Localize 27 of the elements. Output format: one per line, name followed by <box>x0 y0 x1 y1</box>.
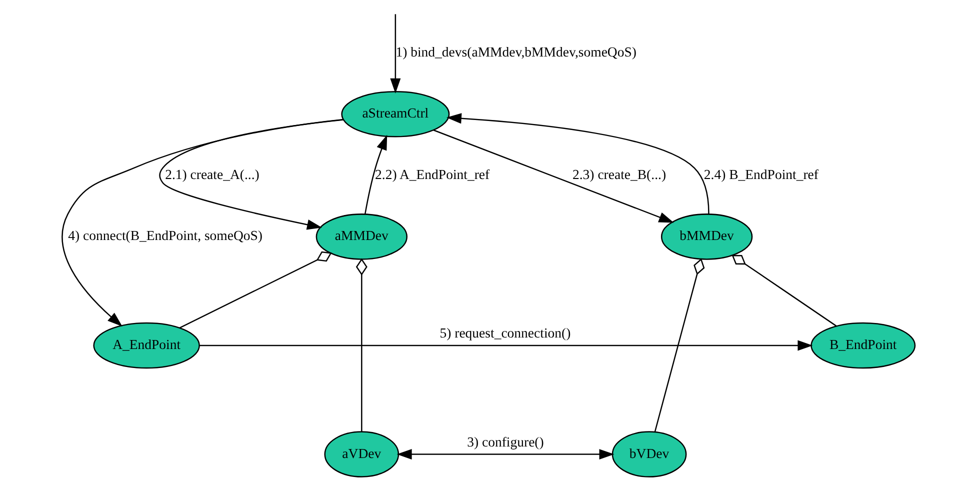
node-ellipse: aMMDev <box>316 214 408 260</box>
arrow <box>62 118 344 327</box>
arrow <box>159 119 344 230</box>
edge-label: 3) configure() <box>467 434 544 450</box>
node-ellipse: aVDev <box>324 431 400 478</box>
node-ellipse: aStreamCtrl <box>341 91 450 138</box>
arrow <box>364 134 388 214</box>
arrow <box>433 130 674 223</box>
edge-label: 2.3) create_B(...) <box>572 166 666 182</box>
arrow <box>446 113 710 214</box>
node-ellipse: bVDev <box>612 431 687 478</box>
edge-label: 2.1) create_A(...) <box>165 166 260 182</box>
arrow <box>396 449 614 460</box>
connector <box>356 258 368 432</box>
edge-label: 2.4) B_EndPoint_ref <box>704 166 818 182</box>
connector <box>654 258 705 432</box>
node-ellipse: bMMDev <box>660 214 753 260</box>
connector <box>180 251 332 328</box>
edge-label: 2.2) A_EndPoint_ref <box>375 166 490 182</box>
node-ellipse: B_EndPoint <box>810 322 916 369</box>
edge-label: 4) connect(B_EndPoint, someQoS) <box>68 228 263 244</box>
connector <box>732 254 837 326</box>
arrow <box>390 14 401 94</box>
arrow <box>199 340 813 351</box>
edge-label: 1) bind_devs(aMMdev,bMMdev,someQoS) <box>396 44 636 60</box>
node-ellipse: A_EndPoint <box>93 322 200 369</box>
edge-label: 5) request_connection() <box>440 326 571 341</box>
